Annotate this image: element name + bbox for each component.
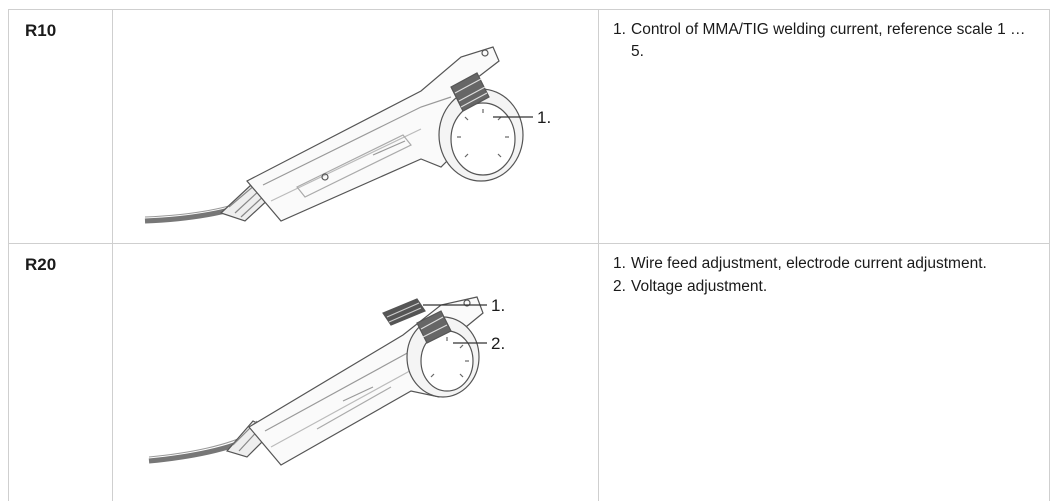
description-list: 1. Wire feed adjustment, electrode curre…	[613, 253, 1033, 299]
item-text: Wire feed adjustment, electrode current …	[631, 255, 987, 272]
item-number: 1.	[613, 255, 626, 272]
product-image-cell: 1.	[121, 17, 599, 237]
list-item: 1. Control of MMA/TIG welding current, r…	[613, 19, 1033, 63]
remote-control-table: R10	[8, 9, 1050, 501]
table-border-left	[8, 9, 9, 501]
table-col-divider-1	[112, 9, 113, 501]
remote-control-r20-illustration: 1. 2.	[148, 296, 505, 466]
item-text: Voltage adjustment.	[631, 278, 768, 295]
item-text: Control of MMA/TIG welding current, refe…	[631, 21, 1026, 60]
item-number: 2.	[613, 278, 626, 295]
model-name: R10	[25, 21, 57, 40]
list-item: 2. Voltage adjustment.	[613, 276, 1033, 298]
table-border-top	[8, 9, 1050, 10]
list-item: 1. Wire feed adjustment, electrode curre…	[613, 253, 1033, 275]
remote-control-r10-illustration: 1.	[144, 46, 551, 224]
callout-label: 2.	[491, 334, 505, 353]
model-name: R20	[25, 255, 57, 274]
table-col-divider-2	[598, 9, 599, 501]
callout-label: 1.	[537, 108, 551, 127]
table-row-divider	[8, 243, 1050, 244]
callout-label: 1.	[491, 296, 505, 315]
item-number: 1.	[613, 21, 626, 38]
product-image-cell: 1. 2.	[121, 251, 599, 497]
description-list: 1. Control of MMA/TIG welding current, r…	[613, 19, 1033, 64]
